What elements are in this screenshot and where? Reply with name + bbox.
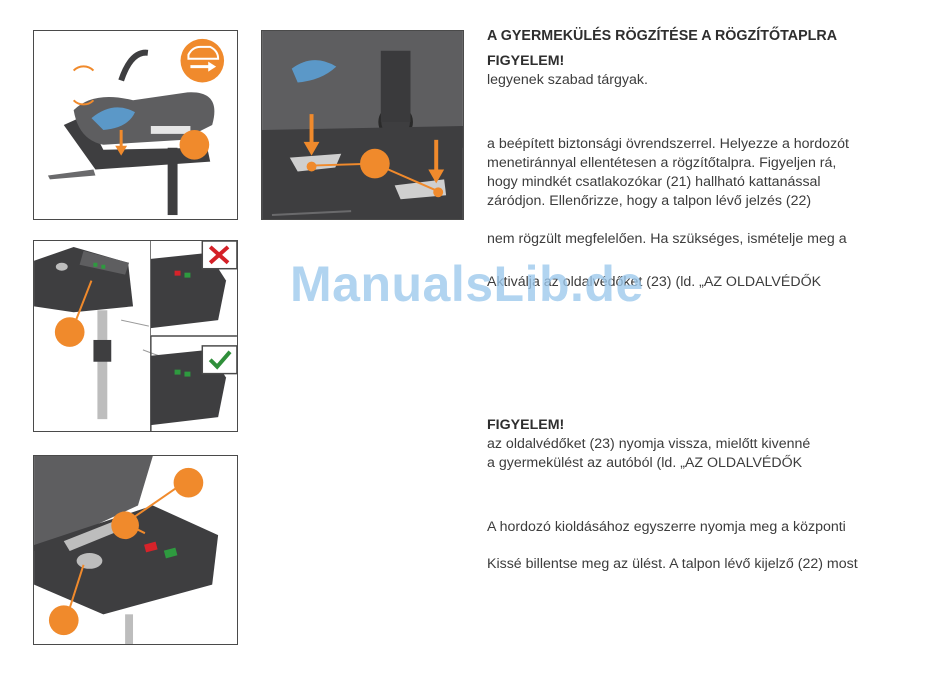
indicator-green-b: [184, 371, 191, 377]
indicator-green: [184, 272, 191, 278]
connector-arms-drawing: [262, 31, 463, 219]
illustration-seat-on-base: [33, 30, 238, 220]
isofix-arm: [47, 169, 96, 180]
callout-circle-mid: [111, 511, 139, 540]
indicator-wrong-closeup: [150, 252, 227, 329]
text-line: a gyermekülést az autóból (ld. „AZ OLDAL…: [487, 455, 803, 471]
warning-block-2: FIGYELEM! az oldalvédőket (23) nyomja vi…: [487, 416, 927, 473]
connector-left: [289, 153, 342, 172]
check-icon: [208, 350, 232, 370]
arrow-right-head: [428, 169, 445, 184]
motion-arc-top: [72, 65, 95, 72]
text-line: menetiránnyal ellentétesen a rögzítőtalp…: [487, 155, 837, 171]
seat-insert-blue: [91, 107, 136, 130]
text-line: A hordozó kioldásához egyszerre nyomja m…: [487, 519, 846, 535]
instruction-paragraph-5: Kissé billentse meg az ülést. A talpon l…: [487, 555, 927, 574]
text-line: nem rögzült megfelelően. Ha szükséges, i…: [487, 231, 847, 247]
indicator-red: [174, 270, 181, 276]
text-line: Kissé billentse meg az ülést. A talpon l…: [487, 556, 858, 572]
support-leg-pole: [125, 614, 134, 644]
warning-text: legyenek szabad tárgyak.: [487, 72, 648, 88]
indicator-green: [163, 547, 178, 559]
support-leg: [167, 147, 178, 216]
arrow-left-head: [303, 141, 320, 156]
text-line: az oldalvédőket (23) nyomja vissza, miel…: [487, 436, 811, 452]
connector-highlight: [150, 125, 191, 134]
instruction-paragraph-3: Aktiválja az oldalvédőket (23) (ld. „AZ …: [487, 273, 927, 292]
text-line: a beépített biztonsági övrendszerrel. He…: [487, 136, 849, 152]
release-button: [76, 552, 103, 569]
warning-block-1: FIGYELEM! legyenek szabad tárgyak.: [487, 52, 927, 90]
arrow-down-head: [115, 145, 128, 156]
callout-circle: [179, 129, 210, 160]
text-line: hogy mindkét csatlakozókar (21) hallható…: [487, 174, 821, 190]
seat-insert-blue: [291, 60, 337, 83]
instruction-paragraph-1: a beépített biztonsági övrendszerrel. He…: [487, 135, 927, 211]
section-heading: A GYERMEKÜLÉS RÖGZÍTÉSE A RÖGZÍTŐTAPLRA: [487, 28, 838, 44]
indicator-red: [144, 541, 158, 553]
instruction-paragraph-4: A hordozó kioldásához egyszerre nyomja m…: [487, 518, 927, 537]
carry-handle: [118, 49, 149, 82]
support-leg-clamp: [93, 339, 112, 362]
illustration-support-leg-indicator: [33, 240, 238, 432]
indicator-green-2: [101, 264, 106, 269]
base-front: [34, 505, 219, 615]
seat-on-base-drawing: [47, 38, 225, 216]
watermark: ManualsLib.de: [290, 256, 644, 312]
text-line: záródjon. Ellenőrizze, hogy a talpon lév…: [487, 193, 812, 209]
release-lever-drawing: [34, 456, 219, 644]
callout-circle: [54, 317, 85, 347]
support-leg-drawing: [34, 241, 237, 431]
illustration-connector-arms: [261, 30, 464, 220]
release-button: [55, 262, 68, 271]
floor-line: [271, 210, 352, 217]
warning-title: FIGYELEM!: [487, 417, 565, 433]
motion-arc-bottom: [72, 99, 95, 106]
support-leg-pole: [97, 310, 108, 420]
callout-circle: [360, 148, 390, 179]
callout-dot-left: [306, 161, 317, 172]
seat-shell: [34, 456, 153, 551]
warning-title: FIGYELEM!: [487, 53, 565, 69]
connector-right: [394, 179, 447, 200]
indicator-green-a: [174, 369, 181, 375]
callout-leader-bottom: [66, 564, 85, 615]
car-rear-facing-icon: [180, 38, 225, 83]
callout-dot-right: [433, 187, 444, 198]
cross-icon: [208, 245, 230, 265]
handle-arm: [380, 50, 411, 123]
illustration-release-lever: [33, 455, 238, 645]
callout-circle-top: [173, 467, 204, 498]
text-line: Aktiválja az oldalvédőket (23) (ld. „AZ …: [487, 274, 822, 290]
section-text: A GYERMEKÜLÉS RÖGZÍTÉSE A RÖGZÍTŐTAPLRA: [487, 27, 927, 46]
indicator-green-1: [93, 262, 98, 267]
instruction-paragraph-2: nem rögzült megfelelően. Ha szükséges, i…: [487, 230, 927, 249]
callout-circle-bottom: [48, 605, 79, 636]
